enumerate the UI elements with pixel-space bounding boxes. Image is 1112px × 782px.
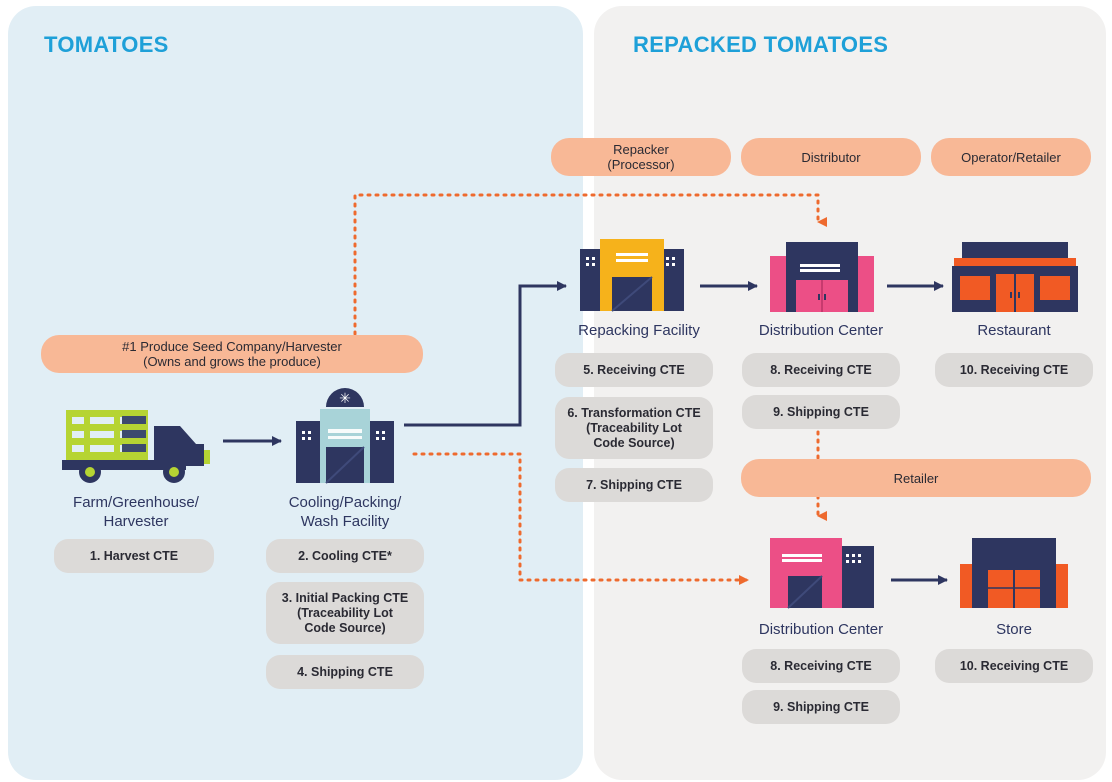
cooling-facility-icon: ✳	[296, 388, 394, 484]
cte-restaurant-receiving-10: 10. Receiving CTE	[935, 353, 1093, 387]
node-distribution-center-bottom: Distribution Center	[758, 621, 884, 638]
tomatoes-panel	[8, 6, 583, 780]
repacking-facility-icon	[580, 239, 684, 312]
cte-dc-top-shipping-9: 9. Shipping CTE	[742, 395, 900, 429]
tomatoes-title: TOMATOES	[44, 32, 169, 57]
node-store: Store	[996, 621, 1032, 638]
cte-dc-bottom-shipping-9: 9. Shipping CTE	[742, 690, 900, 724]
dotted-seed-to-dc-top	[353, 193, 827, 336]
role-seed-company-harvester: #1 Produce Seed Company/Harvester (Owns …	[41, 335, 423, 373]
node-distribution-center-top: Distribution Center	[758, 322, 884, 339]
cte-store-receiving-10: 10. Receiving CTE	[935, 649, 1093, 683]
role-distributor: Distributor	[741, 138, 921, 176]
cte-initial-packing: 3. Initial Packing CTE (Traceability Lot…	[266, 582, 424, 644]
node-cooling-packing-wash-facility: Cooling/Packing/ Wash Facility	[288, 494, 402, 530]
cte-dc-top-receiving-8: 8. Receiving CTE	[742, 353, 900, 387]
cte-receiving-5: 5. Receiving CTE	[555, 353, 713, 387]
distribution-center-icon	[770, 242, 874, 312]
distribution-center-retail-icon	[770, 538, 874, 609]
cte-transformation-6: 6. Transformation CTE (Traceability Lot …	[555, 397, 713, 459]
svg-text:✳: ✳	[339, 391, 351, 407]
cte-cooling: 2. Cooling CTE*	[266, 539, 424, 573]
role-operator-retailer: Operator/Retailer	[931, 138, 1091, 176]
node-farm-greenhouse-harvester: Farm/Greenhouse/ Harvester	[73, 494, 199, 530]
role-retailer: Retailer	[741, 459, 1091, 497]
node-restaurant: Restaurant	[977, 322, 1051, 339]
cte-harvest: 1. Harvest CTE	[54, 539, 214, 573]
cte-shipping-4: 4. Shipping CTE	[266, 655, 424, 689]
repacked-tomatoes-title: REPACKED TOMATOES	[633, 32, 889, 57]
cte-dc-bottom-receiving-8: 8. Receiving CTE	[742, 649, 900, 683]
dotted-cooling-to-dc-bottom	[412, 452, 750, 585]
store-icon	[960, 538, 1068, 608]
role-repacker: Repacker (Processor)	[551, 138, 731, 176]
truck-icon	[62, 410, 210, 483]
restaurant-icon	[952, 242, 1078, 312]
cte-shipping-7: 7. Shipping CTE	[555, 468, 713, 502]
node-repacking-facility: Repacking Facility	[578, 322, 700, 339]
arrow-cooling-to-repacking	[404, 281, 567, 427]
